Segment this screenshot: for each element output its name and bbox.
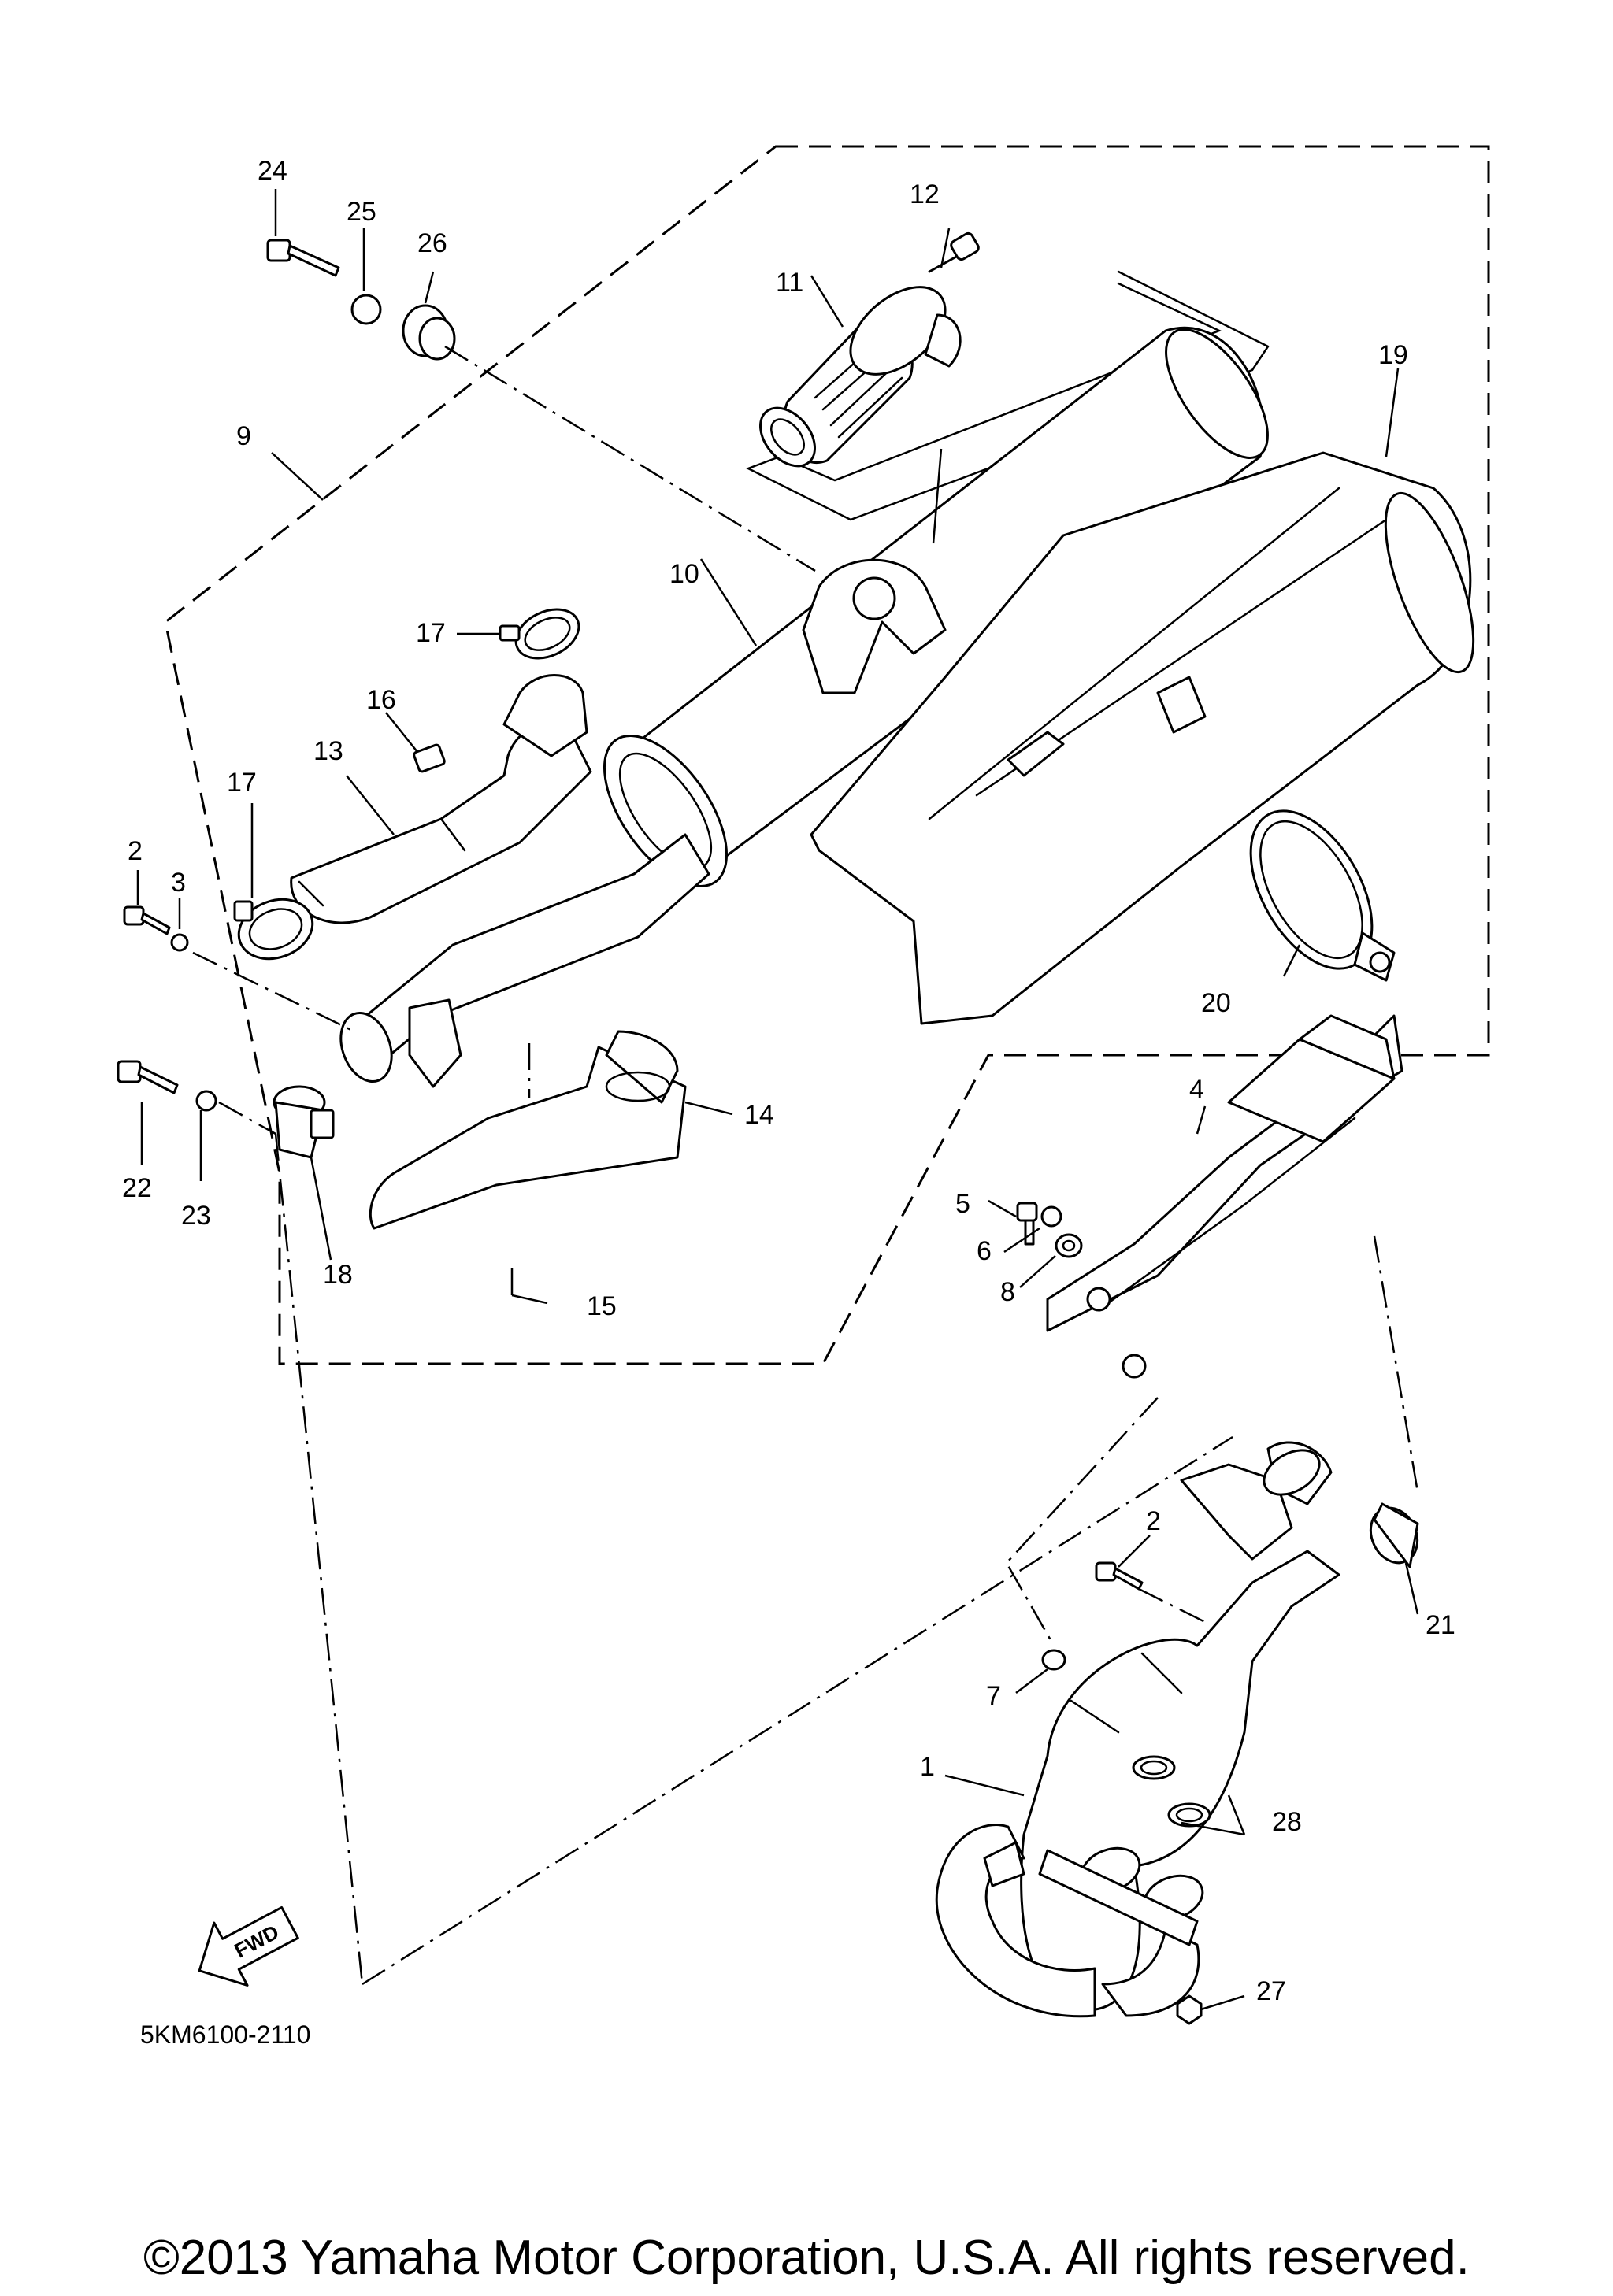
clamp-17-upper-part (499, 608, 580, 660)
callout-26: 26 (417, 228, 447, 258)
callout-1: 1 (920, 1752, 935, 1782)
callout-24: 24 (258, 156, 287, 186)
callout-2-lower: 2 (1146, 1506, 1161, 1536)
bolt-2-upper-part (123, 905, 171, 935)
muffler-guard-part (810, 451, 1475, 1025)
reference-line-collar-to-bracket (444, 345, 816, 572)
callout-8: 8 (1000, 1277, 1015, 1307)
reference-line-protector-to-gasket21 (1373, 1235, 1419, 1493)
muffler-inlet-pipe-part (339, 833, 710, 1088)
washer-6-part (1040, 1205, 1062, 1228)
muffler-assembly-boundary (164, 145, 1490, 1365)
copyright-notice: ©2013 Yamaha Motor Corporation, U.S.A. A… (143, 2231, 1470, 2285)
spark-arrestor-part (759, 286, 962, 468)
bolt-22-part (117, 1060, 179, 1094)
pipe-protector-4-part (1046, 1014, 1403, 1379)
callout-2-upper: 2 (128, 836, 143, 866)
exhaust-pipe-1-part (935, 1441, 1340, 2018)
screw-12-part (928, 231, 980, 273)
reference-line-washer23-to-clamp (218, 1101, 276, 1135)
callout-28: 28 (1272, 1807, 1302, 1837)
callout-13: 13 (313, 736, 343, 766)
callout-20: 20 (1201, 988, 1231, 1018)
clamp-18-part (273, 1085, 335, 1159)
callout-10: 10 (669, 559, 699, 589)
spark-arrestor-subgroup-outline (745, 270, 1270, 521)
collar-7-part (1041, 1649, 1066, 1671)
nut-16-part (413, 743, 446, 773)
callout-12: 12 (910, 180, 940, 209)
callout-3: 3 (171, 868, 186, 898)
callout-22: 22 (122, 1173, 152, 1203)
fwd-arrow-icon: FWD (198, 1905, 299, 1987)
callout-23: 23 (181, 1201, 211, 1231)
bolt-24-part (266, 239, 340, 277)
washer-23-part (195, 1090, 217, 1112)
collar-26-part (402, 304, 456, 361)
protector-13-part (290, 674, 592, 924)
callout-4: 4 (1189, 1075, 1204, 1105)
protector-14-part (369, 1030, 687, 1230)
diagram-code: 5KM6100-2110 (140, 2020, 310, 2049)
leader-lines (136, 189, 1419, 2011)
callout-25: 25 (347, 197, 376, 227)
callout-27: 27 (1256, 1976, 1286, 2006)
callout-16: 16 (366, 685, 396, 715)
gasket-21-part (1369, 1502, 1419, 1568)
washer-25-part (350, 294, 382, 325)
callout-15: 15 (587, 1291, 617, 1321)
reference-line-bolt2-lower (1138, 1587, 1206, 1624)
clamp-17-lower-part (233, 898, 314, 961)
reference-line-bolt3-to-pipe (192, 951, 355, 1033)
reference-line-protector-to-collar7 (1005, 1397, 1159, 1646)
callout-11: 11 (776, 268, 803, 298)
bolt-5-part (1016, 1202, 1038, 1246)
callout-14: 14 (744, 1100, 774, 1130)
callout-6: 6 (977, 1236, 992, 1266)
muffler-body-part (603, 326, 1269, 887)
callout-5: 5 (955, 1189, 970, 1219)
band-clamp-20-part (1249, 809, 1396, 982)
callout-7: 7 (986, 1681, 1001, 1711)
callout-17-lower: 17 (227, 768, 257, 798)
callout-9: 9 (236, 421, 251, 451)
washer-3-part (170, 933, 189, 952)
nut-27-part (1176, 1994, 1203, 2025)
callout-19: 19 (1378, 340, 1408, 370)
reference-line-lower-edge-to-pipe (362, 1435, 1233, 1986)
callout-18: 18 (323, 1260, 353, 1290)
callout-17-upper: 17 (416, 618, 446, 648)
callout-21: 21 (1426, 1610, 1455, 1640)
reference-line-clamp-to-lower-edge (274, 1133, 364, 1985)
collar-8-part (1055, 1233, 1083, 1258)
gaskets-28-part (1132, 1755, 1211, 1828)
